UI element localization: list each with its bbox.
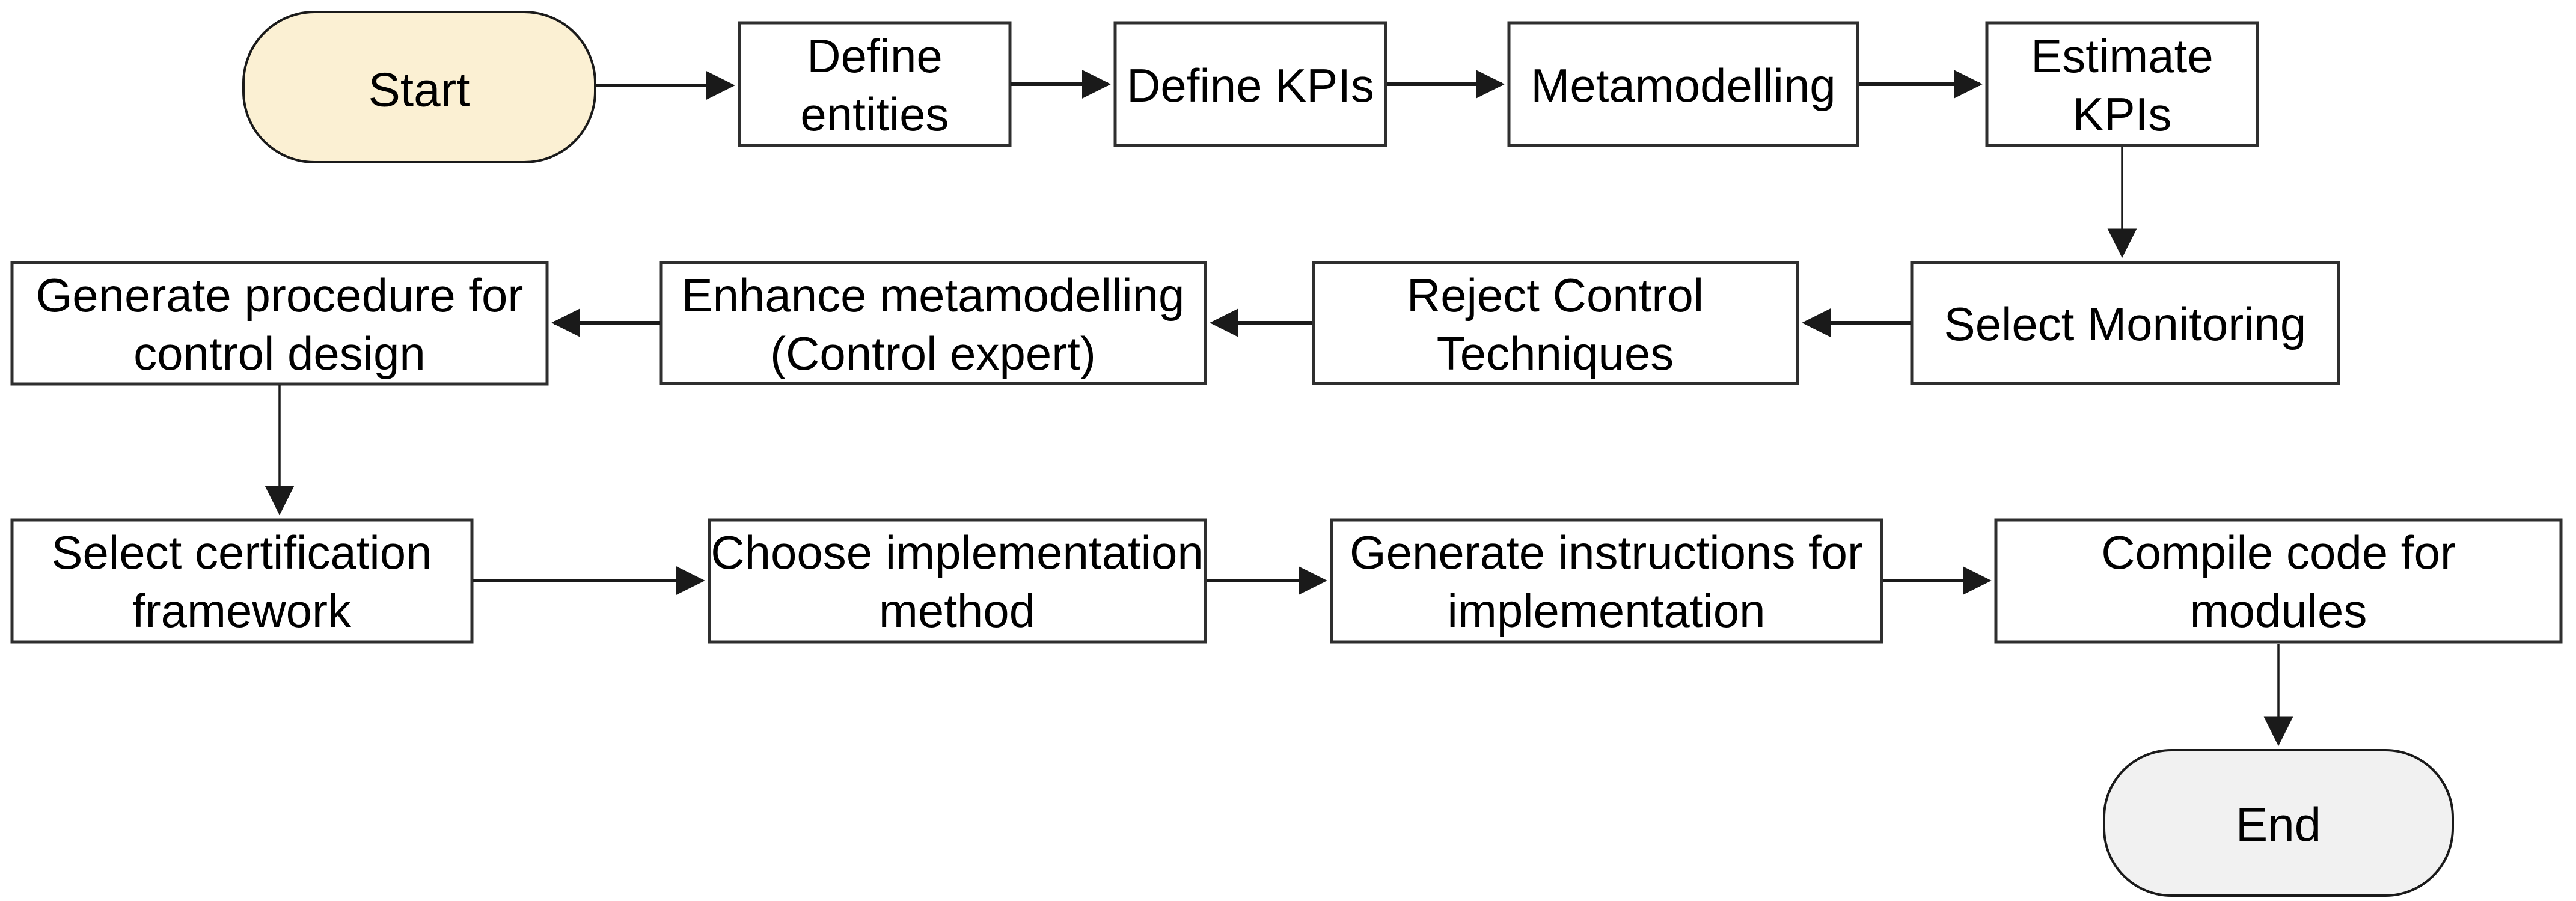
- node-start: Start: [242, 11, 596, 163]
- generate-procedure-label-line2: control design: [133, 327, 426, 380]
- node-generate-instructions: Generate instructions for implementation: [1330, 518, 1883, 644]
- choose-implementation-shape: [708, 518, 1207, 644]
- node-estimate-kpis: Estimate KPIs: [1985, 21, 2259, 147]
- reject-control-shape: [1312, 261, 1799, 385]
- choose-implementation-label-line1: Choose implementation: [711, 526, 1203, 579]
- define-kpis-shape: [1113, 21, 1387, 147]
- select-certification-label-line2: framework: [132, 584, 352, 637]
- enhance-metamodelling-label-line1: Enhance metamodelling: [682, 269, 1185, 322]
- reject-control-label-line2: Techniques: [1437, 327, 1674, 380]
- define-kpis-label: Define KPIs: [1127, 59, 1374, 112]
- node-select-monitoring: Select Monitoring: [1910, 261, 2340, 385]
- generate-procedure-label-line1: Generate procedure for: [36, 269, 524, 322]
- define-entities-shape: [738, 21, 1012, 147]
- estimate-kpis-label-line2: KPIs: [2073, 88, 2172, 141]
- enhance-metamodelling-shape: [659, 261, 1207, 385]
- node-generate-procedure: Generate procedure for control design: [10, 261, 549, 386]
- compile-code-label-line1: Compile code for: [2101, 526, 2456, 579]
- compile-code-label-line2: modules: [2190, 584, 2367, 637]
- reject-control-label-line1: Reject Control: [1407, 269, 1704, 322]
- choose-implementation-label-line2: method: [879, 584, 1035, 637]
- node-enhance-metamodelling: Enhance metamodelling (Control expert): [659, 261, 1207, 385]
- end-terminator-shape: [2103, 749, 2454, 897]
- node-end: End: [2103, 749, 2454, 897]
- estimate-kpis-label-line1: Estimate: [2031, 29, 2213, 82]
- select-monitoring-label: Select Monitoring: [1944, 298, 2307, 350]
- generate-instructions-label-line1: Generate instructions for: [1350, 526, 1863, 579]
- estimate-kpis-shape: [1985, 21, 2259, 147]
- select-certification-label-line1: Select certification: [52, 526, 432, 579]
- node-choose-implementation: Choose implementation method: [708, 518, 1207, 644]
- end-label: End: [2236, 798, 2321, 852]
- metamodelling-shape: [1507, 21, 1859, 147]
- generate-instructions-label-line2: implementation: [1448, 584, 1766, 637]
- start-label: Start: [369, 63, 470, 117]
- node-compile-code: Compile code for modules: [1994, 518, 2563, 644]
- metamodelling-label: Metamodelling: [1531, 59, 1835, 112]
- generate-procedure-shape: [10, 261, 549, 386]
- define-entities-label-line2: entities: [800, 88, 949, 141]
- node-define-kpis: Define KPIs: [1113, 21, 1387, 147]
- node-reject-control-techniques: Reject Control Techniques: [1312, 261, 1799, 385]
- node-select-certification: Select certification framework: [10, 518, 474, 644]
- define-entities-label-line1: Define: [807, 29, 942, 82]
- enhance-metamodelling-label-line2: (Control expert): [770, 327, 1096, 380]
- select-monitoring-shape: [1910, 261, 2340, 385]
- compile-code-shape: [1994, 518, 2563, 644]
- generate-instructions-shape: [1330, 518, 1883, 644]
- node-metamodelling: Metamodelling: [1507, 21, 1859, 147]
- select-certification-shape: [10, 518, 474, 644]
- start-terminator-shape: [242, 11, 596, 163]
- node-define-entities: Define entities: [738, 21, 1012, 147]
